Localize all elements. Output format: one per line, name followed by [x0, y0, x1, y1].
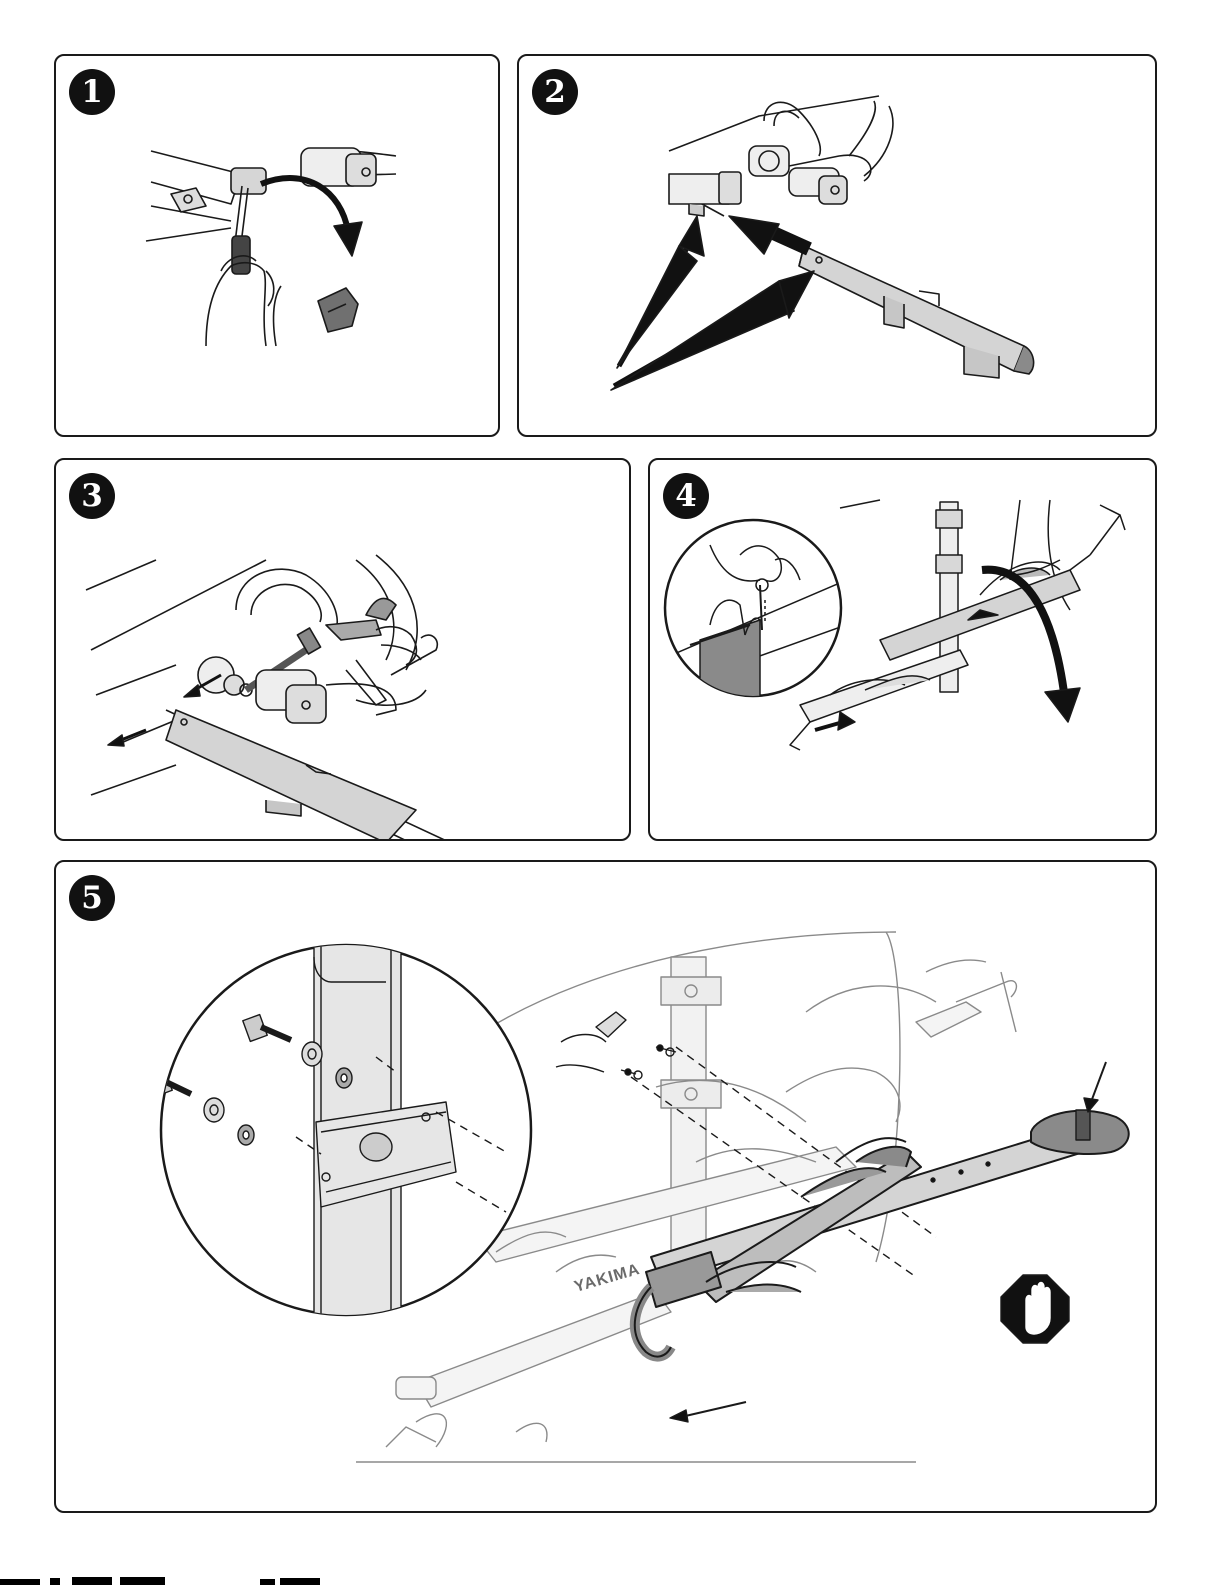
- stop-hand-icon: [1001, 1275, 1069, 1343]
- step-2-panel: 2: [517, 54, 1157, 437]
- pin-and-fold-illustration: [650, 460, 1157, 841]
- brand-mark: YAKIMA: [572, 1261, 642, 1296]
- step-1-panel: 1: [54, 54, 500, 437]
- page-footer-strip: [0, 1573, 1225, 1585]
- bolt-tray-illustration: [56, 460, 631, 841]
- step-5-panel: 5: [54, 860, 1157, 1513]
- insert-tray-illustration: [519, 56, 1157, 437]
- attach-second-tray-illustration: YAKIMA: [56, 862, 1157, 1513]
- step-3-panel: 3: [54, 458, 631, 841]
- step-4-panel: 4: [648, 458, 1157, 841]
- remove-end-cap-illustration: [56, 56, 500, 437]
